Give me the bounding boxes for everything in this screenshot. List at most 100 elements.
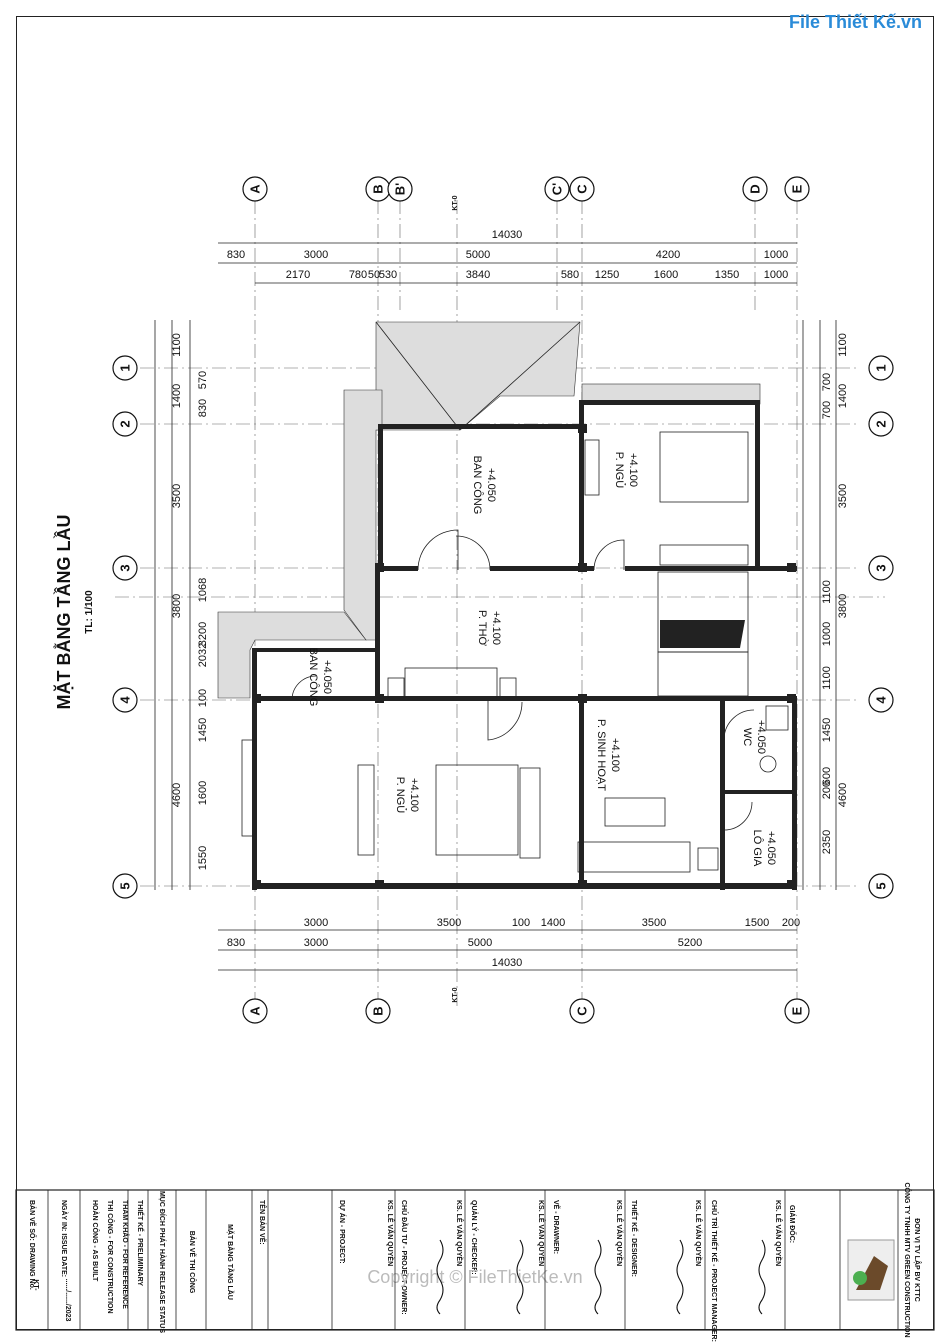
dim-left-inner-7: 1600 [197, 781, 209, 805]
dim-top2-6: 1250 [595, 269, 619, 281]
dim-top2-8: 1350 [715, 269, 739, 281]
roof-areas [217, 321, 761, 699]
room-level-0: +4.050 [485, 468, 497, 502]
tb-director-name: KS. LÊ VĂN QUYỀN [774, 1200, 784, 1266]
tb-sheet-name: MẶT BẰNG TẦNG LẦU [226, 1224, 236, 1300]
brand-watermark: File Thiết Kế.vn [788, 12, 922, 32]
tb-pm-name: KS. LÊ VĂN QUYỀN [694, 1200, 704, 1266]
room-name-4: P. NGỦ [394, 777, 407, 814]
axis-top-5-bubble [742, 176, 768, 202]
dim-right-outer-2: 3500 [837, 484, 849, 508]
dim-left-inner-8: 1550 [197, 846, 209, 870]
dim-right-inner-0: 700 [821, 373, 833, 391]
dim-right-inner-8: 2350 [821, 830, 833, 854]
room-name-5: P. SINH HOẠT [595, 719, 607, 791]
room-level-2: +4.100 [490, 611, 502, 645]
dim-top2-2: 50 [368, 269, 380, 281]
axis-left-1-bubble [112, 411, 138, 437]
room-level-6: +4.050 [755, 720, 767, 754]
axis-top-6-bubble [784, 176, 810, 202]
axis-top-6-label: E [790, 184, 805, 193]
dim-right-inner-3: 1000 [821, 622, 833, 646]
tb-sheet-label: TÊN BẢN VẼ: [258, 1200, 267, 1245]
signature-marks [436, 1239, 766, 1315]
tb-company-header: ĐƠN VỊ TV LẬP BV KTTC [913, 1218, 922, 1302]
tb-drawer-name: KS. LÊ VĂN QUYỀN [537, 1200, 547, 1266]
dim-right-outer-4: 4600 [837, 783, 849, 807]
tb-company-name: CÔNG TY TNHH MTV GREEN CONSTRUCTION [903, 1182, 912, 1337]
dim-bot1-0: 3000 [304, 917, 328, 929]
dimension-lines [154, 242, 837, 971]
axis-right-1-bubble [868, 411, 894, 437]
axis-left-4-label: 5 [118, 882, 133, 889]
furniture [241, 431, 789, 873]
dim-left-outer-2: 3500 [171, 484, 183, 508]
tb-pm-label: CHỦ TRÌ THIẾT KẾ - PROJECT MANAGER: [710, 1200, 720, 1342]
room-level-7: +4.050 [765, 831, 777, 865]
dim-left-inner-6: 1450 [197, 718, 209, 742]
dim-bot1-4: 3500 [642, 917, 666, 929]
axis-right-2-bubble [868, 555, 894, 581]
axis-left-2-label: 3 [118, 564, 133, 571]
dim-left-inner-5: 100 [197, 689, 209, 707]
axis-right-1-label: 2 [874, 420, 889, 427]
axis-right-3-bubble [868, 687, 894, 713]
axis-bottom-1-bubble [365, 998, 391, 1024]
room-name-2: P. THỜ [476, 610, 489, 646]
axis-top-0-bubble [242, 176, 268, 202]
section-mark-bottom: KT-0 [452, 987, 459, 1002]
tb-status-1: THAM KHẢO - FOR REFERENCE [121, 1200, 130, 1309]
axis-bottom-1-label: B [371, 1006, 386, 1015]
dim-bottom-total: 14030 [492, 957, 523, 969]
doors [291, 529, 755, 831]
dim-right-inner-5: 1450 [821, 718, 833, 742]
axis-bottom-2-label: C [575, 1006, 590, 1016]
tb-status-0: THIẾT KẾ - PRELIMINARY [136, 1200, 146, 1286]
dim-bot2-3: 5200 [678, 937, 702, 949]
dim-top1-0: 830 [227, 249, 245, 261]
axis-top-4-bubble [569, 176, 595, 202]
axis-right-0-label: 1 [874, 364, 889, 371]
dim-left-outer-3: 3800 [171, 594, 183, 618]
dim-right-inner-7: 200 [821, 781, 833, 799]
axis-right-4-label: 5 [874, 882, 889, 889]
dim-left-outer-4: 4600 [171, 783, 183, 807]
tb-designer-name: KS. LÊ VĂN QUYỀN [615, 1200, 625, 1266]
axis-top-2-label: B' [393, 183, 408, 195]
axis-top-1-label: B [371, 184, 386, 193]
axis-bottom-2-bubble [569, 998, 595, 1024]
axis-top-3-label: C' [550, 183, 565, 195]
axis-top-5-label: D [748, 184, 763, 193]
dim-left-inner-0: 570 [197, 371, 209, 389]
dim-top1-3: 4200 [656, 249, 680, 261]
axis-left-0-bubble [112, 355, 138, 381]
room-name-3: BAN CÔNG [307, 648, 320, 707]
dim-top1-1: 3000 [304, 249, 328, 261]
dim-top2-3: 530 [379, 269, 397, 281]
dim-top1-4: 1000 [764, 249, 788, 261]
dim-right-outer-1: 1400 [837, 384, 849, 408]
dim-left-inner-2: 1068 [197, 578, 209, 602]
room-level-4: +4.100 [408, 778, 420, 812]
dim-top2-0: 2170 [286, 269, 310, 281]
dim-bot2-2: 5000 [468, 937, 492, 949]
axis-left-2-bubble [112, 555, 138, 581]
tb-owner-label: CHỦ ĐẦU TƯ - PROJECT OWNER: [400, 1200, 410, 1315]
dim-bot1-3: 1400 [541, 917, 565, 929]
room-level-1: +4.100 [627, 453, 639, 487]
dim-left-outer-1: 1400 [171, 384, 183, 408]
axis-bottom-3-bubble [784, 998, 810, 1024]
tb-drawing-no-label: BẢN VẼ SỐ: DRAWING No. [28, 1200, 38, 1290]
room-name-1: P. NGỦ [613, 452, 626, 489]
axis-right-4-bubble [868, 873, 894, 899]
dim-bot1-5: 1500 [745, 917, 769, 929]
tb-release: MỤC ĐÍCH PHÁT HÀNH RELEASE STATUS [158, 1191, 167, 1333]
dim-left-outer-0: 1100 [171, 333, 183, 357]
dim-left-inner-3: 3200 [197, 622, 209, 646]
walls [252, 400, 797, 890]
dim-right-inner-4: 1100 [821, 666, 833, 690]
drawing-scale: TL: 1/100 [84, 590, 95, 634]
room-name-6: WC [741, 728, 753, 746]
axis-bottom-3-label: E [790, 1006, 805, 1015]
